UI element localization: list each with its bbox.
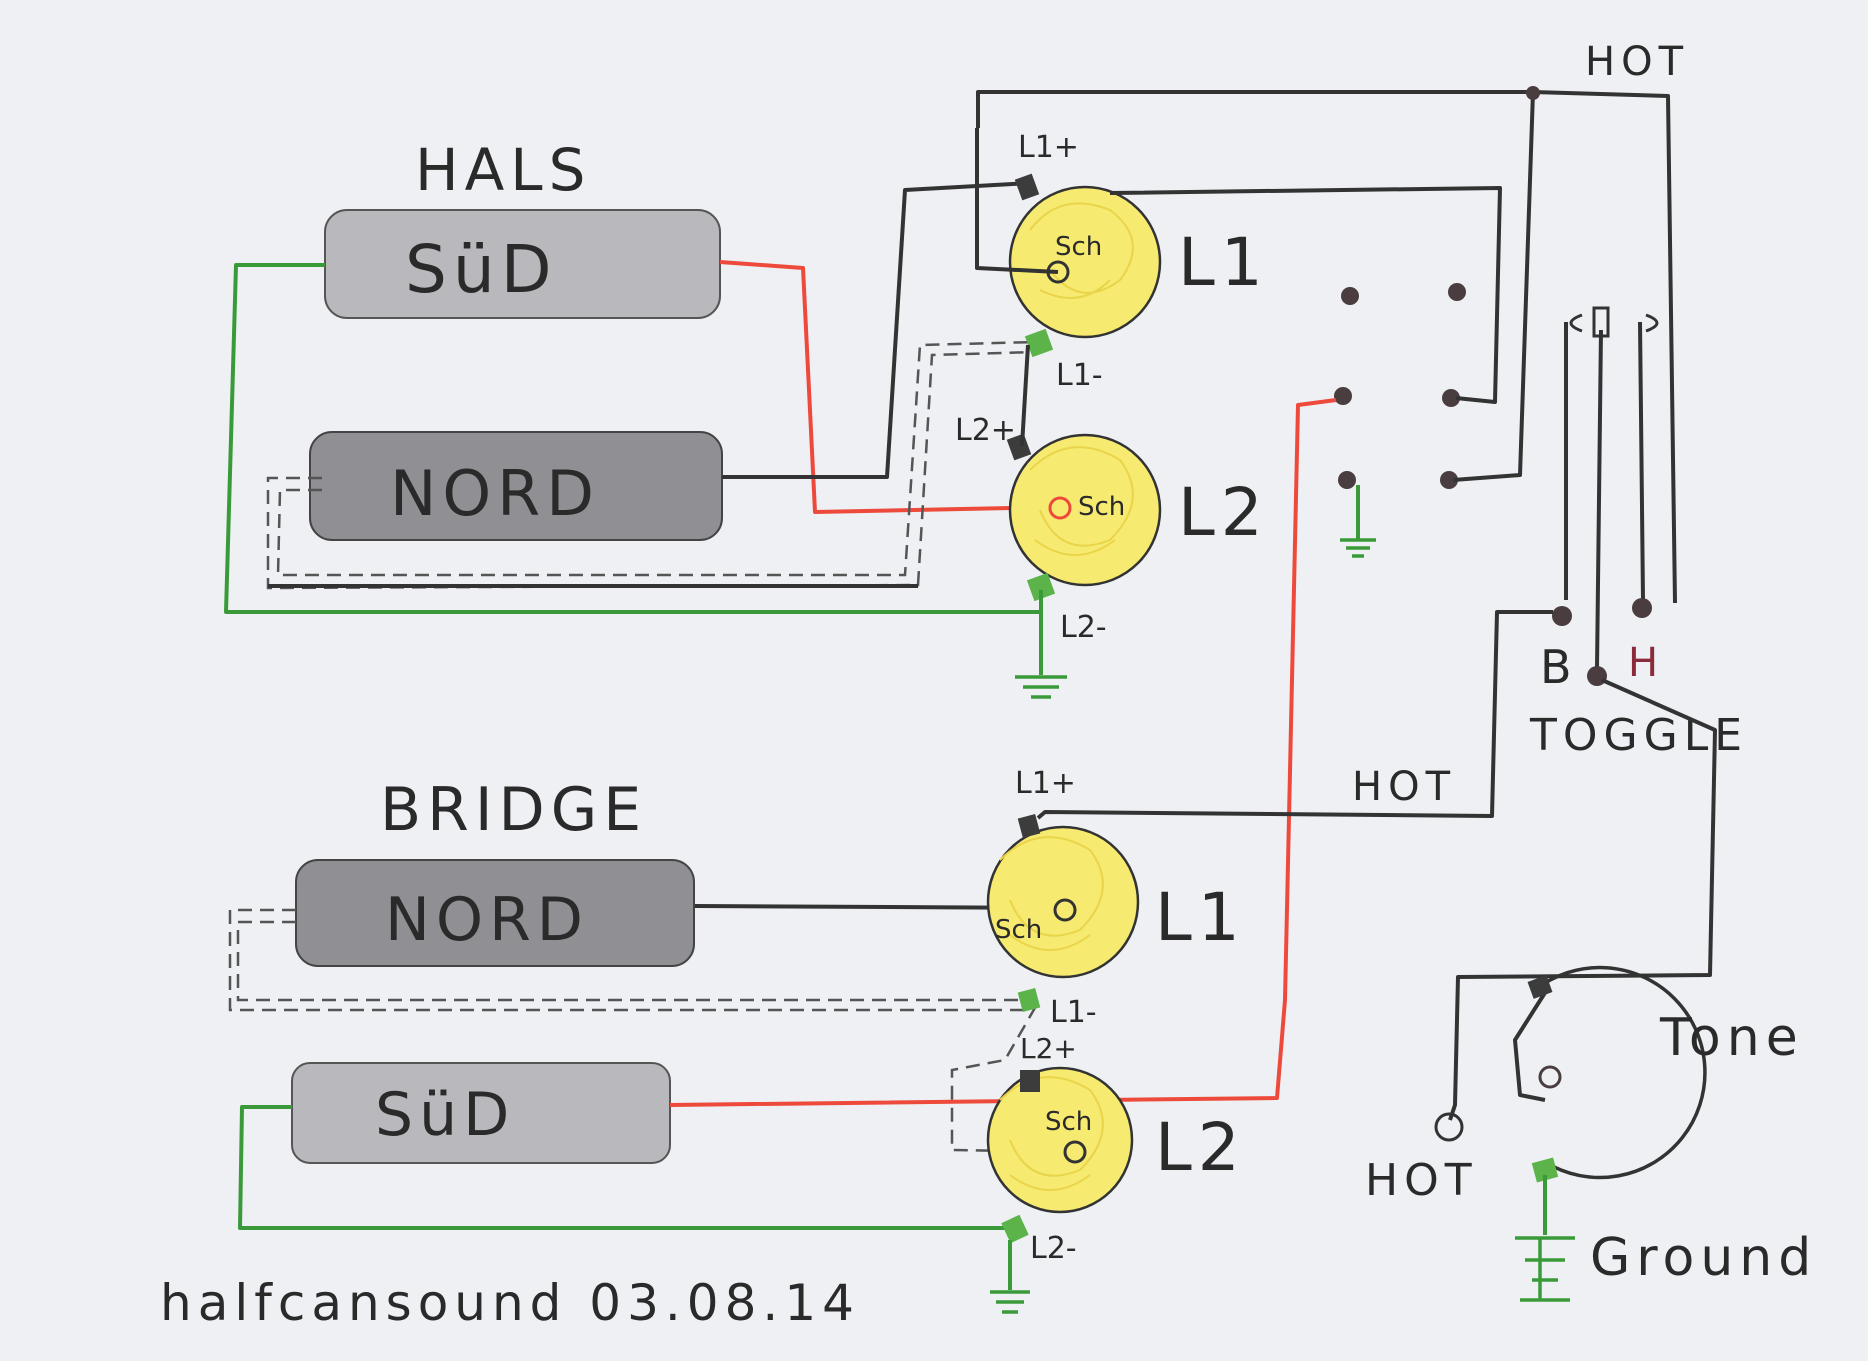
- toggle-switch: [1569, 306, 1659, 338]
- neck-title: HALS: [415, 136, 591, 204]
- hot-junction-wire: [1452, 91, 1535, 482]
- neck-l1-wiper-wire: [975, 128, 1059, 274]
- neck-red-wire: [719, 260, 1059, 514]
- bridge-pot-l2-plus-label: L2+: [1020, 1032, 1077, 1065]
- neck-pot-l1-minus-lug: [1024, 328, 1054, 358]
- neck-pot-l2-hatch: [1029, 446, 1134, 556]
- toggle-h-terminal: [1632, 598, 1652, 618]
- neck-pot-l1-minus-label: L1-: [1056, 358, 1103, 393]
- bridge-pot-l2-minus-lug: [1001, 1214, 1029, 1244]
- bridge-title: BRIDGE: [380, 775, 647, 845]
- ground-label: Ground: [1590, 1228, 1817, 1288]
- neck-pickup-south-label: SüD: [405, 231, 558, 308]
- toggle-b-terminal: [1552, 606, 1572, 626]
- tone-lead: [1513, 986, 1550, 1102]
- tone-label: Tone: [1659, 1008, 1804, 1068]
- neck-l1-top-wire: [1109, 186, 1502, 404]
- neck-shield-dashed: [276, 340, 1036, 577]
- bridge-hot-wire: [1036, 610, 1553, 820]
- bridge-pot-l1: [986, 825, 1140, 979]
- toggle-label: TOGGLE: [1529, 710, 1748, 761]
- neck-link-l1-l2: [1020, 344, 1030, 447]
- toggle-center-lead: [1595, 329, 1603, 669]
- bridge-ground-symbol: [990, 1290, 1030, 1314]
- toggle-h-label: H: [1628, 640, 1658, 686]
- bridge-pickup-north: [295, 859, 695, 967]
- neck-ground-symbol: [1015, 675, 1067, 699]
- bridge-pot-l1-plus-label: L1+: [1015, 766, 1076, 801]
- hot-top-label: HOT: [1585, 39, 1689, 85]
- neck-pot-l2-plus-lug: [1006, 433, 1032, 461]
- bridge-pot-l1-hatch: [999, 836, 1104, 951]
- bridge-shield-dashed-2: [228, 908, 1030, 1012]
- signature: halfcansound 03.08.14: [160, 1274, 860, 1332]
- neck-pot-l2-wiper: [1048, 496, 1072, 520]
- tone-ground-lug: [1531, 1157, 1559, 1183]
- neck-pot-l1-plus-lug: [1014, 173, 1040, 201]
- neck-black-wire: [722, 181, 1031, 479]
- bridge-pickup-south-label: SüD: [375, 1080, 515, 1150]
- bridge-pickup-north-label: NORD: [385, 885, 589, 955]
- switch-terminals: [1334, 283, 1466, 489]
- neck-pot-l1-plus-label: L1+: [1018, 130, 1079, 165]
- bridge-pot-l1-plus-lug: [1017, 814, 1041, 838]
- main-ground-symbol: [1515, 1236, 1575, 1302]
- tone-pot: [1533, 965, 1707, 1180]
- switch-ground-symbol: [1340, 538, 1376, 558]
- bridge-pot-l2-plus-lug: [1020, 1070, 1040, 1092]
- bridge-shield-dashed: [236, 920, 1030, 1002]
- neck-pot-l2-minus-label: L2-: [1060, 610, 1107, 645]
- neck-pot-l1-center: Sch: [1055, 232, 1102, 262]
- bridge-pot-l1-wiper: [1053, 898, 1077, 922]
- neck-pot-l1-label: L1: [1178, 224, 1269, 301]
- neck-green-wire: [224, 263, 1040, 614]
- neck-pot-l1-hatch: [1029, 202, 1134, 299]
- tone-lug-top: [1527, 975, 1553, 999]
- neck-pot-l2-plus-label: L2+: [955, 413, 1016, 448]
- bridge-green-wire: [238, 1105, 1010, 1230]
- bridge-pot-l1-center: Sch: [995, 915, 1042, 945]
- output-hot-terminal: [1434, 1112, 1464, 1142]
- output-hot-label: HOT: [1365, 1155, 1478, 1206]
- bridge-pickup-south: [291, 1062, 671, 1164]
- hot-junction: [1526, 86, 1540, 100]
- neck-pickup-north-label: NORD: [390, 457, 600, 530]
- bridge-pot-l1-minus-lug: [1017, 988, 1041, 1012]
- bridge-pot-l2-center: Sch: [1045, 1107, 1092, 1137]
- hot-middle-label: HOT: [1352, 764, 1456, 810]
- toggle-b-label: B: [1540, 640, 1578, 694]
- neck-pot-l1: [1008, 185, 1162, 339]
- toggle-to-tone-wire: [1448, 678, 1717, 1121]
- bridge-pot-l1-label: L1: [1155, 879, 1246, 956]
- neck-pot-l2-label: L2: [1178, 474, 1269, 551]
- tone-wiper: [1538, 1065, 1562, 1089]
- bridge-pot-l2-label: L2: [1155, 1109, 1246, 1186]
- toggle-h-lead: [1638, 321, 1645, 601]
- neck-pot-l2-center: Sch: [1078, 492, 1125, 522]
- bridge-pot-l1-minus-label: L1-: [1050, 995, 1097, 1030]
- neck-pickup-north: [309, 431, 723, 541]
- bridge-pot-l2-minus-label: L2-: [1030, 1231, 1077, 1266]
- bridge-pot-l2-wiper: [1063, 1140, 1087, 1164]
- neck-pot-l2-minus-lug: [1026, 572, 1056, 602]
- bridge-pot-l2: [986, 1066, 1134, 1214]
